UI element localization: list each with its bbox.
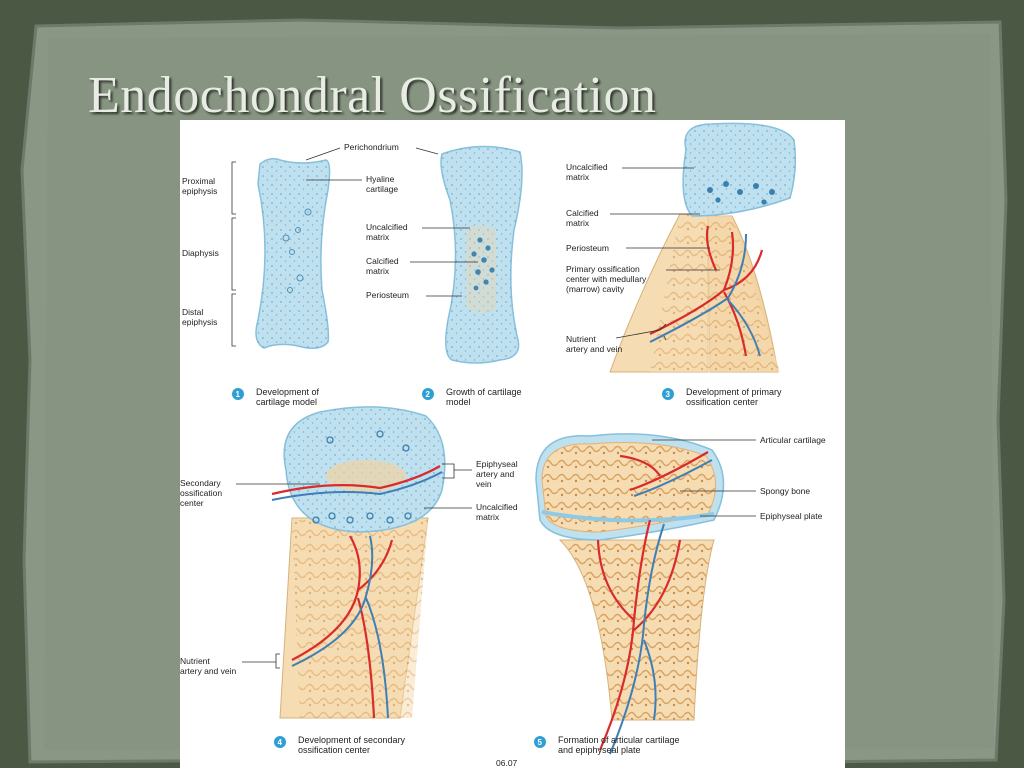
label-s3-nutrient: Nutrient xyxy=(566,334,596,344)
label-s4-nutrient: Nutrient xyxy=(180,656,210,666)
label-s2-calcified: Calcified xyxy=(366,256,399,266)
label-s3-calcified: Calcified xyxy=(566,208,599,218)
label-s3-primary-center: center with medullary xyxy=(566,274,647,284)
label-s5-spongy: Spongy bone xyxy=(760,486,810,496)
caption-2-number: 2 xyxy=(426,390,431,399)
caption-4-line-1: Development of secondary xyxy=(298,735,406,745)
label-s4-secondary: Secondary xyxy=(180,478,221,488)
label-proximal: Proximal xyxy=(182,176,215,186)
stage-4-secondary-ossification: Secondary ossification center Epiphyseal… xyxy=(180,406,518,719)
label-s2-uncalcified: Uncalcified xyxy=(366,222,408,232)
stage-2-cartilage-growth: Uncalcified matrix Calcified matrix Peri… xyxy=(366,145,523,364)
label-s3-nutrient-vessels: artery and vein xyxy=(566,344,622,354)
label-distal: Distal xyxy=(182,307,203,317)
caption-3: 3 Development of primary ossification ce… xyxy=(662,387,782,407)
ossification-figure: Proximal epiphysis Diaphysis Distal epip… xyxy=(180,120,845,768)
figure-illustration: Proximal epiphysis Diaphysis Distal epip… xyxy=(180,122,826,768)
label-proximal-epiphysis: epiphysis xyxy=(182,186,217,196)
label-s5-articular: Articular cartilage xyxy=(760,435,826,445)
label-hyaline-cartilage: cartilage xyxy=(366,184,398,194)
label-s3-primary-cavity: (marrow) cavity xyxy=(566,284,625,294)
label-s4-uncalcified-matrix: matrix xyxy=(476,512,500,522)
stage-5-articular-cartilage: Articular cartilage Spongy bone Epiphyse… xyxy=(535,433,826,755)
label-s4-epiphyseal-vein: vein xyxy=(476,479,492,489)
label-s4-uncalcified: Uncalcified xyxy=(476,502,518,512)
caption-2: 2 Growth of cartilage model xyxy=(422,387,522,407)
figure-code: 06.07 xyxy=(496,758,518,768)
caption-1-number: 1 xyxy=(236,390,241,399)
caption-5-number: 5 xyxy=(538,738,543,747)
label-s3-primary: Primary ossification xyxy=(566,264,640,274)
caption-5-line-2: and epiphyseal plate xyxy=(558,745,641,755)
label-hyaline: Hyaline xyxy=(366,174,395,184)
label-s2-calcified-matrix: matrix xyxy=(366,266,390,276)
label-s4-secondary-center: center xyxy=(180,498,204,508)
label-perichondrium: Perichondrium xyxy=(344,142,399,152)
label-s4-epiphyseal-artery: artery and xyxy=(476,469,515,479)
caption-1: 1 Development of cartilage model xyxy=(232,387,320,407)
label-s3-calcified-matrix: matrix xyxy=(566,218,590,228)
caption-2-line-2: model xyxy=(446,397,471,407)
label-s3-periosteum: Periosteum xyxy=(566,243,609,253)
label-s5-plate: Epiphyseal plate xyxy=(760,511,823,521)
label-s4-nutrient-vessels: artery and vein xyxy=(180,666,236,676)
caption-4-line-2: ossification center xyxy=(298,745,370,755)
label-s2-periosteum: Periosteum xyxy=(366,290,409,300)
caption-5-line-1: Formation of articular cartilage xyxy=(558,735,680,745)
label-distal-epiphysis: epiphysis xyxy=(182,317,217,327)
caption-4: 4 Development of secondary ossification … xyxy=(274,735,406,755)
label-s4-secondary-ossification: ossification xyxy=(180,488,222,498)
caption-1-line-1: Development of xyxy=(256,387,320,397)
caption-2-line-1: Growth of cartilage xyxy=(446,387,522,397)
stage-1-cartilage-model: Proximal epiphysis Diaphysis Distal epip… xyxy=(182,142,439,349)
label-diaphysis: Diaphysis xyxy=(182,248,219,258)
caption-1-line-2: cartilage model xyxy=(256,397,317,407)
caption-3-line-1: Development of primary xyxy=(686,387,782,397)
label-s3-uncalcified-matrix: matrix xyxy=(566,172,590,182)
caption-4-number: 4 xyxy=(278,738,283,747)
caption-3-line-2: ossification center xyxy=(686,397,758,407)
label-s2-uncalcified-matrix: matrix xyxy=(366,232,390,242)
caption-3-number: 3 xyxy=(666,390,671,399)
slide-title: Endochondral Ossification xyxy=(88,67,657,124)
label-s3-uncalcified: Uncalcified xyxy=(566,162,608,172)
caption-5: 5 Formation of articular cartilage and e… xyxy=(534,735,680,755)
stage-3-primary-ossification: Uncalcified matrix Calcified matrix Peri… xyxy=(566,122,797,373)
label-s4-epiphyseal: Epiphyseal xyxy=(476,459,518,469)
